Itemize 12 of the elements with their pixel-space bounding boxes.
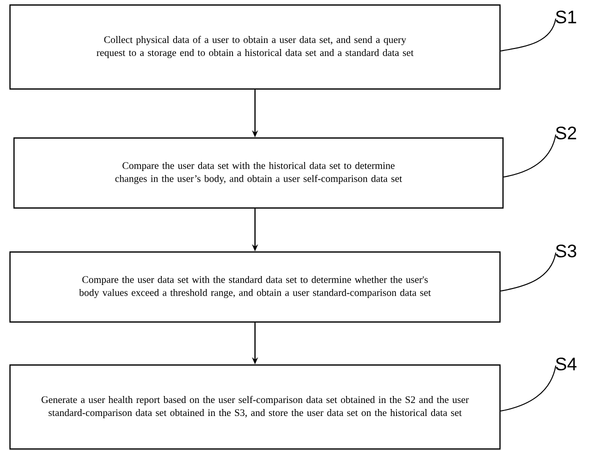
step-label: S1 [556,10,576,24]
process-box: Compare the user data set with the historical data set to determine changes in the user’s body, and obtain a user self-comparison data set [13,137,504,209]
process-box: Generate a user health report based on the user self-comparison data set obtained in the S2 and the user standard-comparison data set obtained in the S3, and store the user data set on the historical data set [9,364,501,450]
step-label: S4 [556,358,576,370]
process-box: Compare the user data set with the standard data set to determine whether the user's body values exceed a threshold range, and obtain a user standard-comparison data set [9,251,501,323]
process-box: Collect physical data of a user to obtain a user data set, and send a query request to a storage end to obtain a historical data set and a standard data set [9,4,501,90]
step-label: S2 [556,126,576,140]
step-label: S3 [556,244,576,258]
leader-line [500,252,556,292]
leader-line [503,134,556,178]
leader-line [500,18,556,52]
leader-line [500,365,556,412]
